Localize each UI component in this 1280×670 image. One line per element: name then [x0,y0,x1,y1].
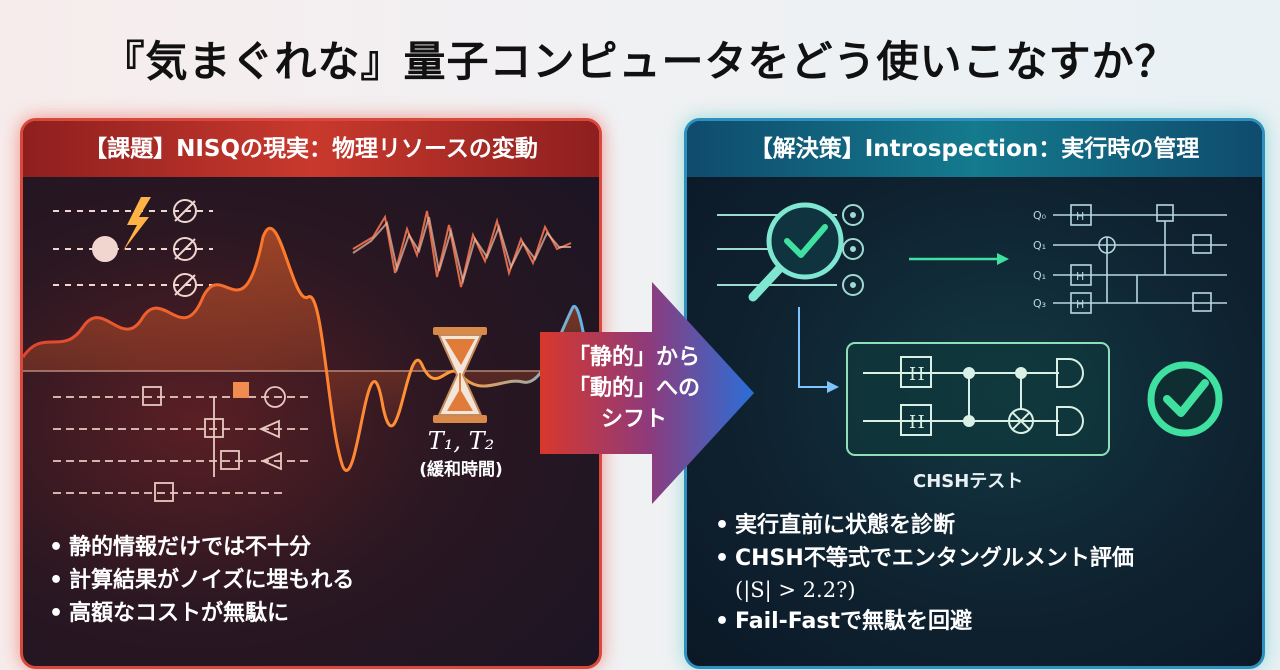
list-item: Fail-Fastで無駄を回避 [711,605,1134,638]
check-circle-icon [1147,361,1223,437]
hourglass-icon [433,327,487,423]
list-item-sub: (|S| > 2.2?) [735,578,856,602]
list-item: CHSH不等式でエンタングルメント評価 [711,542,1134,575]
qubit-circuit [1053,204,1227,314]
arrow-text-line-1: 「静的」から [567,345,700,370]
qubit-label-2: Q₁ [1033,269,1046,282]
list-item: 静的情報だけでは不十分 [45,531,354,564]
qubit-label-0: Q₀ [1033,209,1047,222]
solution-panel: 【解決策】Introspection：実行時の管理 [684,118,1265,669]
gate-h: H [909,412,925,433]
arrow-text-line-3: シフト [600,407,667,432]
noise-wave [23,226,599,472]
problem-list: 静的情報だけでは不十分 計算結果がノイズに埋もれる 高額なコストが無駄に [45,531,354,630]
relaxation-time-symbol: T₁, T₂ [427,427,495,455]
chsh-circuit-box [846,342,1110,456]
list-item: 高額なコストが無駄に [45,597,354,630]
solution-list: 実行直前に状態を診断 CHSH不等式でエンタングルメント評価 (|S| > 2.… [711,509,1134,638]
qubit-label-3: Q₃ [1033,297,1046,310]
chsh-circuit [863,356,1084,436]
problem-panel-header: 【課題】NISQの現実：物理リソースの変動 [23,121,599,177]
noisy-circuit [53,382,313,502]
gate-h: H [909,364,925,385]
gate-h: H [1076,270,1084,283]
solution-panel-header: 【解決策】Introspection：実行時の管理 [687,121,1262,177]
relaxation-time-label: (緩和時間) [419,460,503,480]
magnifier-check-icon [748,202,844,302]
noise-illustration [23,197,599,502]
lightning-icon [123,197,151,251]
gate-h: H [1076,298,1084,311]
problem-panel: 【課題】NISQの現実：物理リソースの変動 [20,118,602,669]
gate-h: H [1076,210,1084,223]
list-item: 計算結果がノイズに埋もれる [45,564,354,597]
noise-signal [352,210,572,288]
page-title: 『気まぐれな』量子コンピュータをどう使いこなすか？ [102,37,1178,86]
qubit-label-1: Q₁ [1033,239,1046,252]
arrow-text-line-2: 「動的」への [567,376,700,401]
introspection-illustration: Q₀ Q₁ Q₁ Q₃ H H H H H [717,202,1227,456]
chsh-test-label: CHSHテスト [913,471,1024,492]
broken-qubit-icon [92,199,197,297]
arrow-shape [540,282,754,504]
list-item: 実行直前に状態を診断 [711,509,1134,542]
shift-arrow: 「静的」から 「動的」への シフト [540,282,754,504]
